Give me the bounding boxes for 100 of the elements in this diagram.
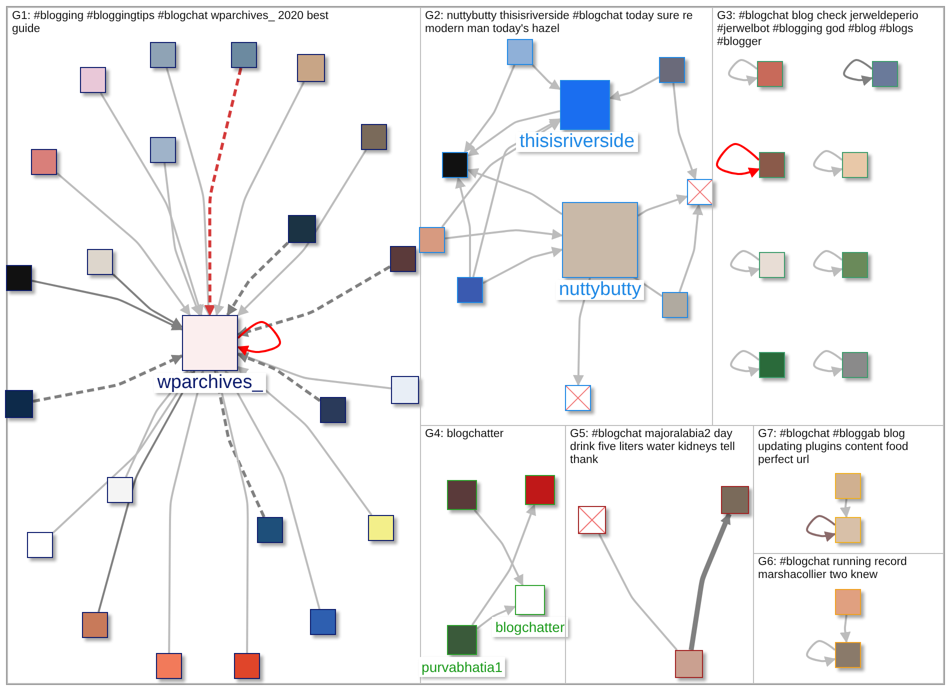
arrow <box>32 280 183 330</box>
arrow <box>112 273 183 328</box>
arrow <box>212 370 266 518</box>
group-panel <box>753 553 944 684</box>
arrow <box>226 242 290 316</box>
arrow <box>214 82 305 316</box>
node-label: nuttybutty <box>556 280 644 300</box>
avatar-picture <box>27 532 53 558</box>
avatar-picture <box>320 397 346 423</box>
arrow <box>32 354 183 403</box>
arrow <box>455 176 471 277</box>
avatar-picture <box>757 61 783 87</box>
broken-image-icon <box>565 385 591 411</box>
arrow <box>236 265 391 338</box>
arrow <box>471 504 536 626</box>
group-panel <box>712 7 944 426</box>
avatar-picture <box>759 352 785 378</box>
avatar-picture <box>419 227 445 253</box>
avatar-picture <box>842 352 868 378</box>
avatar-picture <box>231 42 257 68</box>
node-label: purvabhatia1 <box>418 657 506 677</box>
avatar-picture <box>390 246 416 272</box>
avatar-picture <box>835 473 861 499</box>
arrow <box>678 204 704 292</box>
avatar-picture <box>835 589 861 615</box>
arrow <box>100 92 204 316</box>
self-loop-arrow <box>806 515 836 542</box>
avatar-picture <box>759 152 785 178</box>
avatar-picture <box>447 480 477 510</box>
avatar-picture <box>835 517 861 543</box>
avatar-picture <box>391 376 419 404</box>
avatar-picture <box>107 477 133 503</box>
avatar-picture <box>87 249 113 275</box>
avatar-picture <box>872 61 898 87</box>
avatar-picture <box>310 609 336 635</box>
avatar-picture <box>368 515 394 541</box>
avatar-picture <box>457 277 483 303</box>
avatar-picture <box>82 612 108 638</box>
arrow <box>236 352 392 390</box>
self-loop-arrow <box>236 321 281 356</box>
avatar-picture <box>361 124 387 150</box>
avatar-picture <box>835 642 861 668</box>
self-loop-arrow <box>730 250 760 277</box>
avatar-picture <box>150 42 176 68</box>
group-panel <box>7 7 421 684</box>
self-loop-arrow <box>813 150 844 177</box>
self-loop-arrow <box>843 59 874 86</box>
avatar-picture <box>297 54 325 82</box>
self-loop-arrow <box>813 350 844 377</box>
arrow <box>164 162 202 316</box>
arrow <box>474 509 524 586</box>
self-loop-arrow <box>728 59 758 86</box>
arrow <box>637 194 688 217</box>
arrow <box>482 246 564 284</box>
self-loop-arrow <box>730 350 760 377</box>
avatar-picture <box>442 152 468 178</box>
avatar-picture <box>525 475 555 505</box>
avatar-picture <box>759 252 785 278</box>
arrow <box>204 68 242 316</box>
arrow <box>56 172 191 316</box>
avatar-picture <box>31 149 57 175</box>
avatar-picture <box>288 215 316 243</box>
arrow <box>236 352 321 402</box>
avatar-picture <box>659 57 685 83</box>
self-loop-arrow <box>813 250 844 277</box>
avatar-picture <box>257 517 283 543</box>
arrow <box>472 118 561 278</box>
arrow <box>52 370 192 534</box>
arrow <box>688 512 732 650</box>
broken-image-icon <box>578 506 606 534</box>
avatar-picture <box>721 486 749 514</box>
arrow <box>840 614 851 644</box>
arrow <box>467 110 560 156</box>
avatar-picture <box>5 390 33 418</box>
avatar-picture <box>6 265 32 291</box>
avatar-picture <box>234 653 260 679</box>
arrow <box>214 370 249 653</box>
arrow <box>168 370 206 653</box>
arrow <box>464 64 516 153</box>
avatar-picture <box>675 650 703 678</box>
avatar-picture <box>80 67 106 93</box>
avatar-picture <box>150 137 176 163</box>
arrow <box>466 168 563 215</box>
arrow <box>237 149 367 316</box>
avatar-picture <box>842 252 868 278</box>
avatar-picture <box>842 152 868 178</box>
avatar-picture <box>662 292 688 318</box>
node-label: blogchatter <box>492 617 568 637</box>
broken-image-icon <box>687 179 713 205</box>
node-label: wparchives_ <box>154 373 266 393</box>
node-label: thisisriverside <box>516 132 638 152</box>
arrow <box>444 228 564 240</box>
arrow <box>840 498 851 518</box>
arrow <box>672 82 698 180</box>
self-loop-arrow <box>806 640 836 667</box>
avatar-picture <box>507 39 533 65</box>
self-loop-arrow <box>716 143 760 178</box>
arrow <box>608 76 660 101</box>
arrow <box>532 64 561 90</box>
avatar-picture <box>156 653 182 679</box>
